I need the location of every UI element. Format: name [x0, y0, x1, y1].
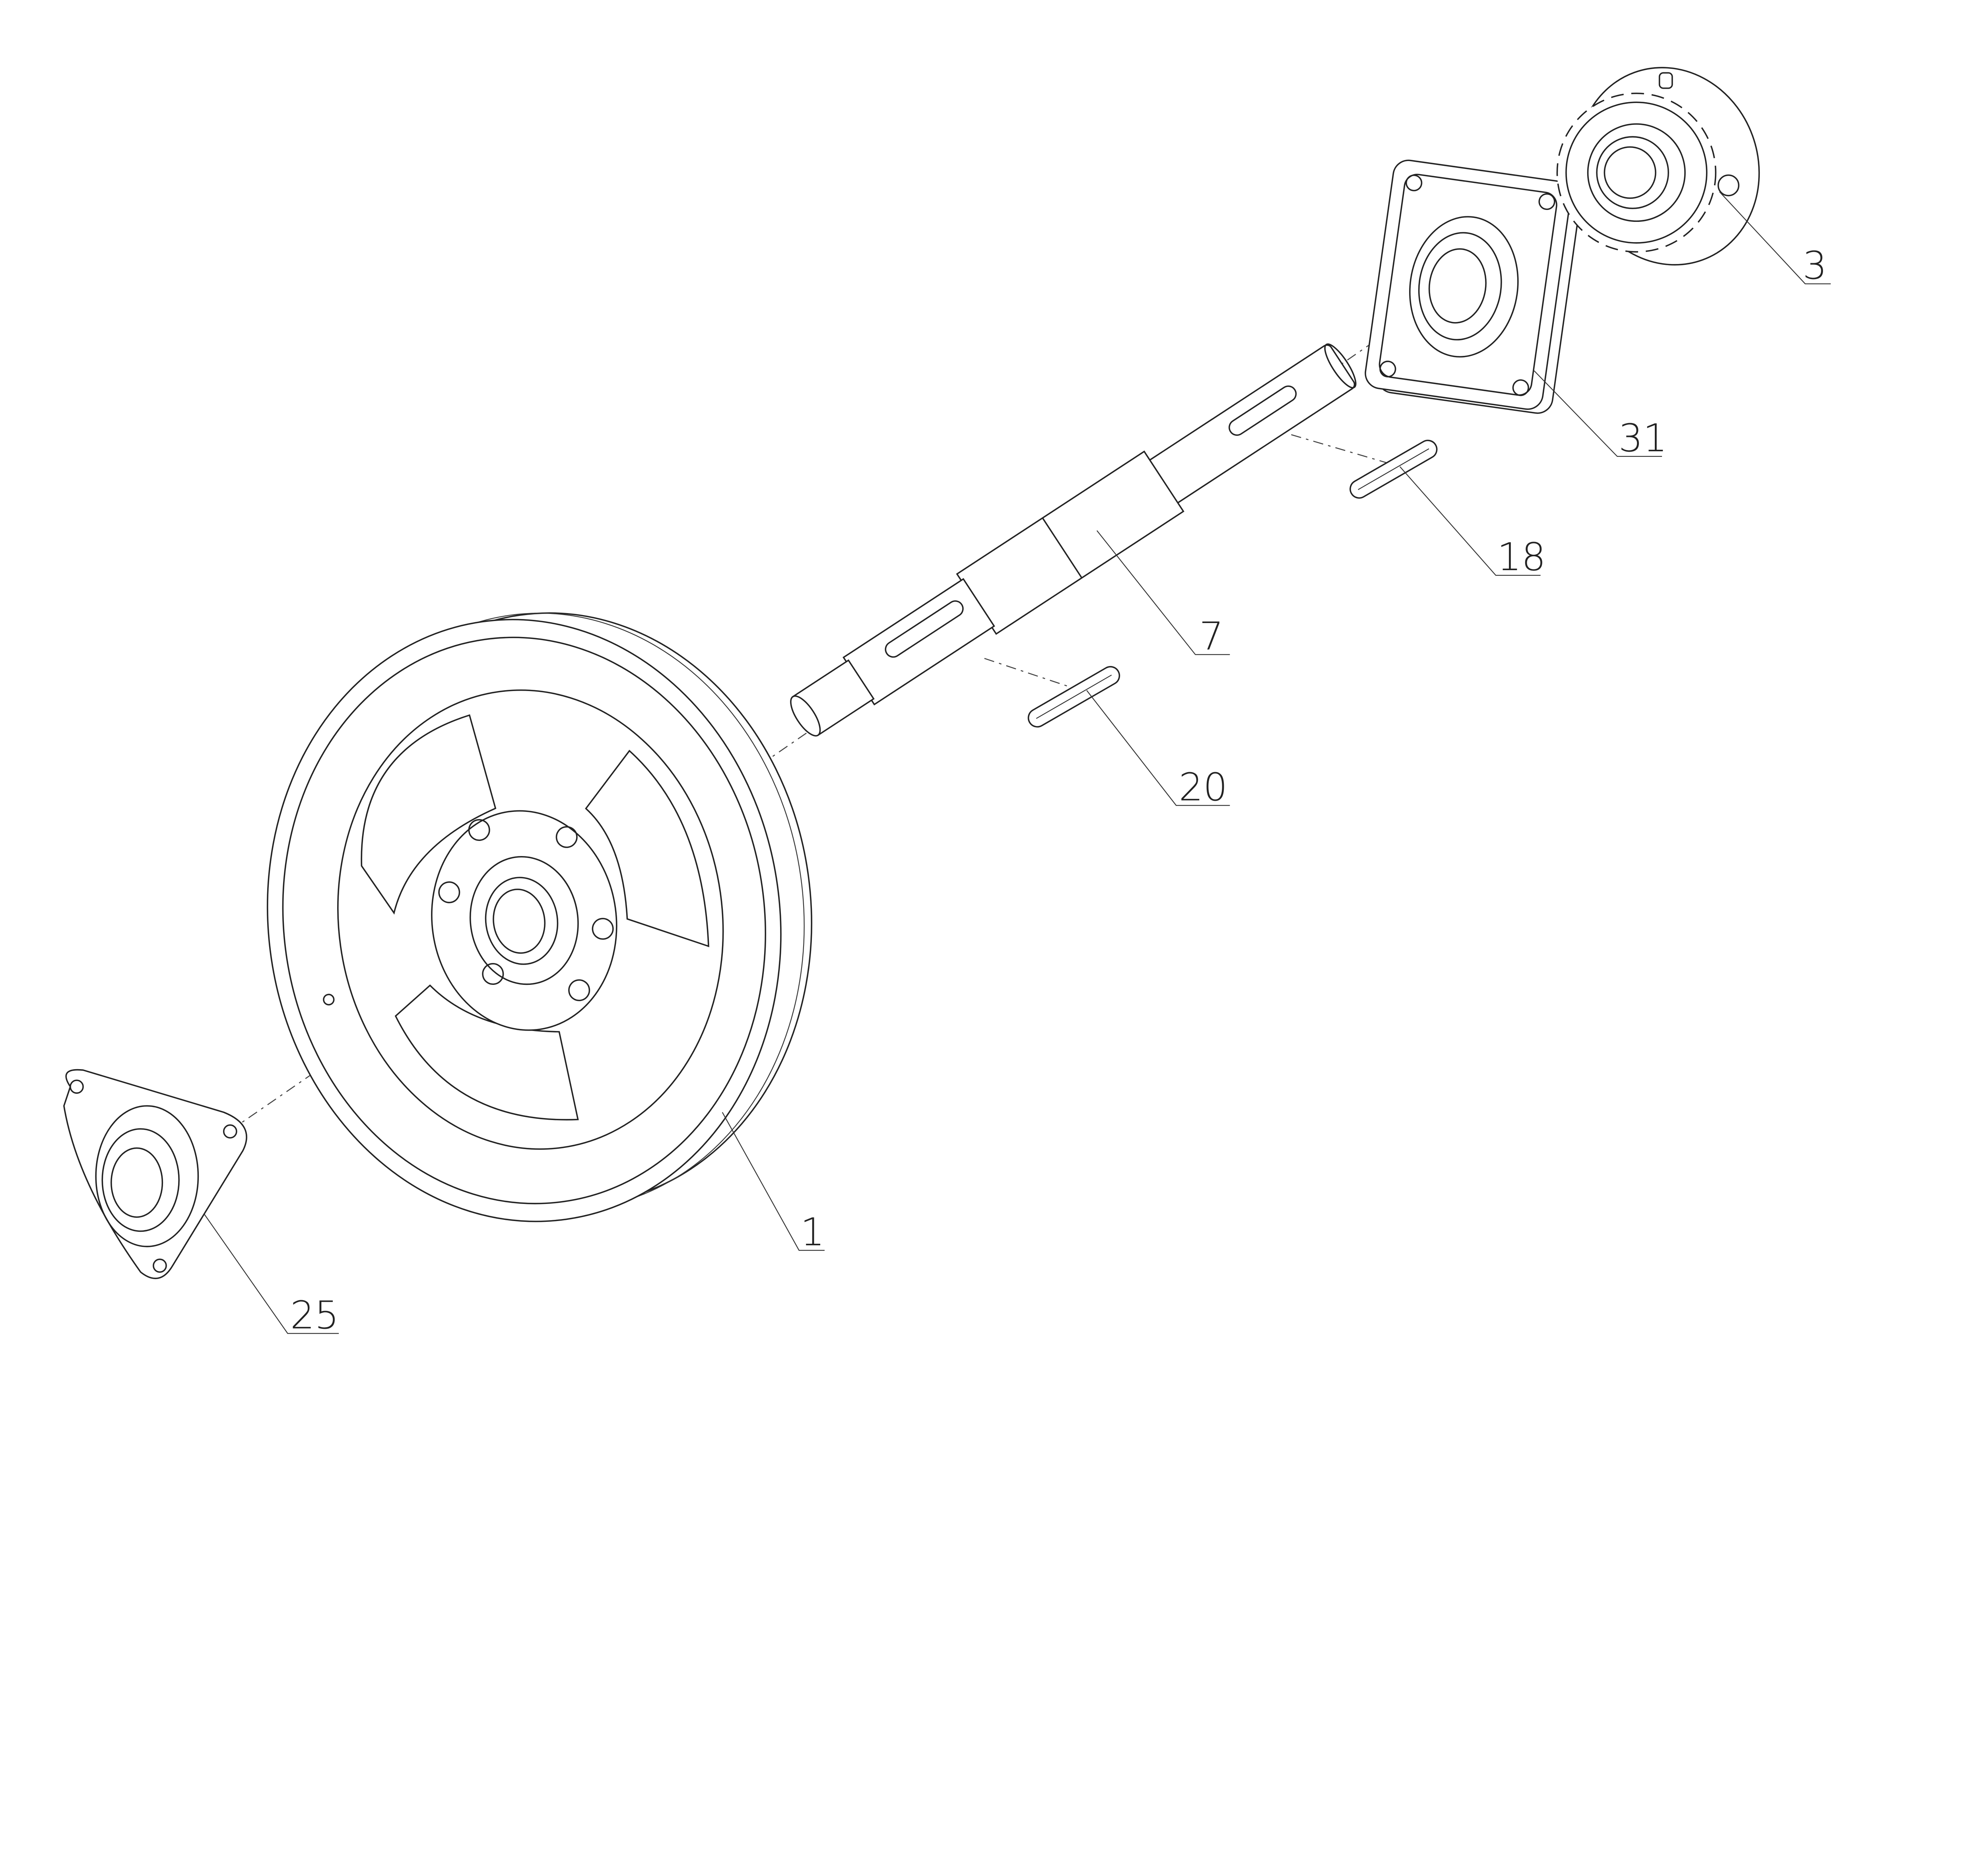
key-lower [1027, 666, 1120, 728]
sprocket-teeth [1556, 92, 1716, 253]
callout-label: 31 [1619, 415, 1668, 460]
key-lower-centerline [984, 658, 1081, 691]
key-upper-centerline [1291, 434, 1400, 467]
callout-3: 3 [1719, 191, 1831, 288]
hub-bolts [438, 819, 614, 1001]
callout-18: 18 [1400, 466, 1546, 579]
callout-label: 25 [290, 1293, 339, 1338]
callout-7: 7 [1096, 530, 1230, 658]
callout-label: 3 [1803, 243, 1827, 288]
shaft [790, 343, 1357, 737]
callout-31: 31 [1534, 370, 1668, 460]
callout-label: 1 [800, 1210, 825, 1254]
callout-1: 1 [722, 1112, 825, 1254]
exploded-assembly-drawing: 3 31 18 7 20 1 25 [63, 67, 1831, 1338]
key-upper [1349, 439, 1438, 499]
callout-label: 7 [1199, 614, 1223, 658]
callout-25: 25 [204, 1214, 339, 1338]
triangular-flange-bearing [63, 1069, 247, 1279]
callout-label: 18 [1497, 534, 1546, 579]
sprocket-bearing [1556, 67, 1760, 266]
pulley [267, 612, 812, 1222]
callout-label: 20 [1179, 765, 1228, 810]
callout-20: 20 [1086, 690, 1230, 810]
square-flange-bearing [1365, 159, 1581, 414]
